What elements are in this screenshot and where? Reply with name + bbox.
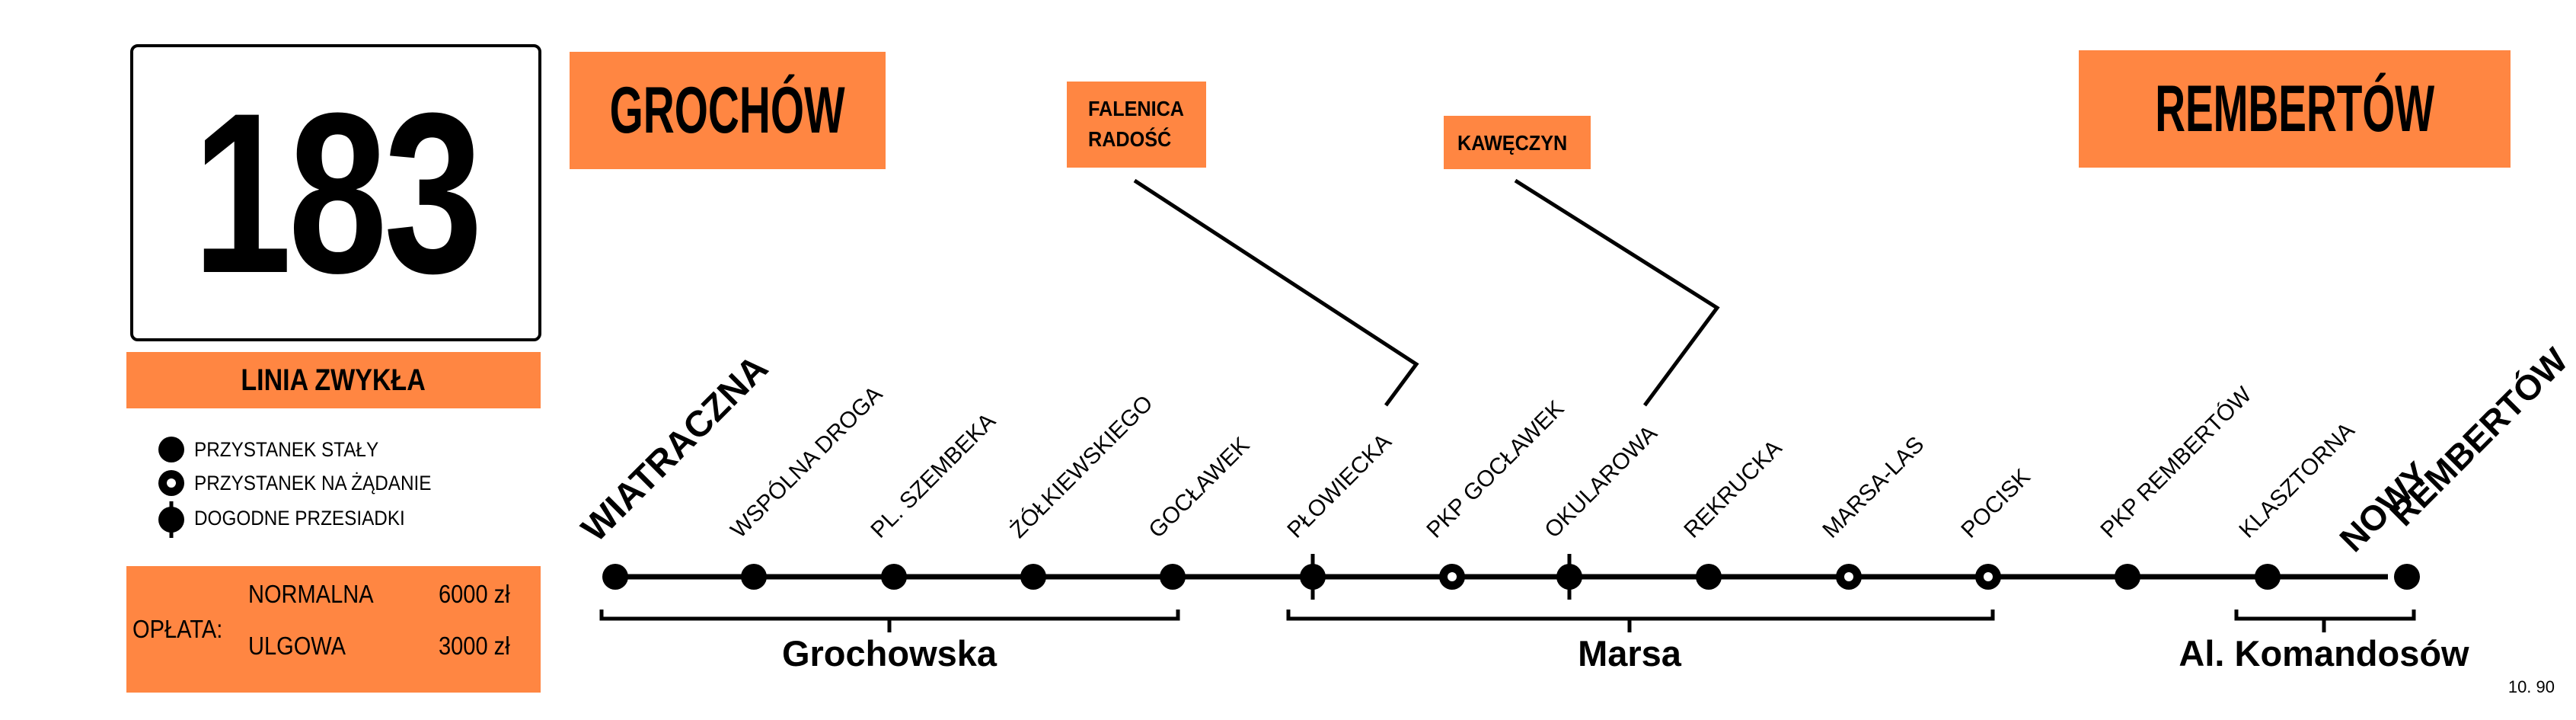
- stop-marker-fixed: [602, 564, 628, 590]
- fare-normal-label: NORMALNA: [248, 580, 374, 608]
- transfer-stop-icon: [158, 501, 184, 538]
- stop-marker-fixed: [741, 564, 767, 590]
- destination-end-label: REMBERTÓW: [2155, 72, 2434, 146]
- fare-normal-price: 6000 zł: [439, 580, 510, 608]
- fare-label: OPŁATA:: [132, 615, 223, 643]
- street-komandosow: Al. Komandosów: [2179, 633, 2469, 674]
- request-stop-icon: [158, 470, 184, 496]
- connection-box-kaweczyn: KAWĘCZYN: [1444, 116, 1591, 169]
- stop-marker-request: [1439, 564, 1465, 590]
- connector-falenica: [1133, 178, 1419, 407]
- stop-marker-request: [1836, 564, 1862, 590]
- legend-fixed-stop-label: PRZYSTANEK STAŁY: [194, 437, 379, 461]
- fixed-stop-icon: [158, 437, 184, 462]
- stop-marker-fixed: [1696, 564, 1722, 590]
- connection-falenica-line2: RADOŚĆ: [1088, 127, 1172, 151]
- connector-kaweczyn: [1514, 178, 1720, 407]
- stop-marker-transfer: [1300, 554, 1326, 600]
- destination-start: GROCHÓW: [570, 52, 886, 169]
- street-marsa: Marsa: [1578, 633, 1681, 674]
- fare-box: OPŁATA: NORMALNA 6000 zł ULGOWA 3000 zł: [126, 566, 541, 693]
- connection-box-falenica: FALENICA RADOŚĆ: [1067, 82, 1206, 168]
- bracket-marsa: [1286, 610, 1995, 621]
- legend-fixed-stop: PRZYSTANEK STAŁY: [156, 434, 378, 465]
- connection-kaweczyn-line1: KAWĘCZYN: [1457, 131, 1568, 155]
- stop-markers: [602, 554, 2420, 600]
- line-type-label: LINIA ZWYKŁA: [241, 363, 426, 397]
- legend-transfer-label: DOGODNE PRZESIADKI: [194, 506, 405, 530]
- stop-marker-fixed: [881, 564, 907, 590]
- stop-marker-fixed: [1020, 564, 1046, 590]
- street-grochowska: Grochowska: [781, 633, 998, 674]
- stop-marker-transfer: [1556, 554, 1582, 600]
- stop-marker-fixed: [2115, 564, 2140, 590]
- stop-marker-fixed: [1160, 564, 1186, 590]
- connection-falenica-line1: FALENICA: [1088, 97, 1184, 120]
- legend-request-stop-label: PRZYSTANEK NA ŻĄDANIE: [194, 471, 432, 494]
- bracket-komandosow: [2234, 610, 2416, 621]
- route-number: 183: [192, 65, 483, 321]
- stop-marker-request: [1975, 564, 2001, 590]
- legend-request-stop: PRZYSTANEK NA ŻĄDANIE: [156, 468, 431, 498]
- line-type-badge: LINIA ZWYKŁA: [126, 352, 541, 408]
- legend-transfer: DOGODNE PRZESIADKI: [156, 501, 405, 538]
- route-number-box: 183: [130, 44, 541, 341]
- stop-marker-fixed: [2255, 564, 2281, 590]
- stop-marker-fixed: [2394, 564, 2420, 590]
- fare-reduced-label: ULGOWA: [248, 632, 346, 660]
- fare-reduced-price: 3000 zł: [439, 632, 510, 660]
- destination-end: REMBERTÓW: [2079, 50, 2511, 168]
- issue-date: 10. 90: [2507, 677, 2555, 696]
- bracket-grochowska: [599, 610, 1180, 621]
- destination-start-label: GROCHÓW: [610, 73, 846, 147]
